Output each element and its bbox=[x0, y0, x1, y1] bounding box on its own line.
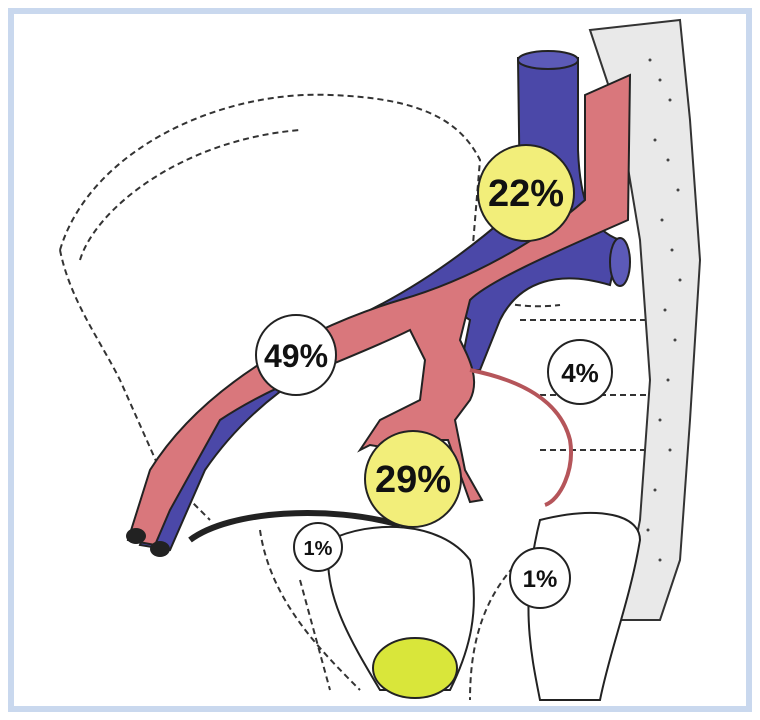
badge-pelvic-left-text: 1% bbox=[304, 538, 333, 560]
prostate bbox=[373, 638, 457, 698]
badge-internal-iliac-text: 29% bbox=[375, 459, 451, 501]
badge-internal-iliac: 29% bbox=[365, 431, 461, 527]
vessel-end-left-2 bbox=[150, 541, 170, 557]
badge-pelvic-left: 1% bbox=[294, 523, 342, 571]
badge-iliac: 49% bbox=[256, 315, 336, 395]
badge-sacral-text: 4% bbox=[561, 358, 599, 388]
vein-top-end bbox=[518, 51, 578, 69]
badge-aorta-text: 22% bbox=[488, 173, 564, 215]
badge-rectal-text: 1% bbox=[523, 566, 558, 593]
vessel-end-left-1 bbox=[126, 528, 146, 544]
badge-iliac-text: 49% bbox=[264, 338, 328, 374]
badge-aorta: 22% bbox=[478, 145, 574, 241]
badge-sacral: 4% bbox=[548, 340, 612, 404]
vein-side-end bbox=[610, 238, 630, 286]
badge-rectal: 1% bbox=[510, 548, 570, 608]
